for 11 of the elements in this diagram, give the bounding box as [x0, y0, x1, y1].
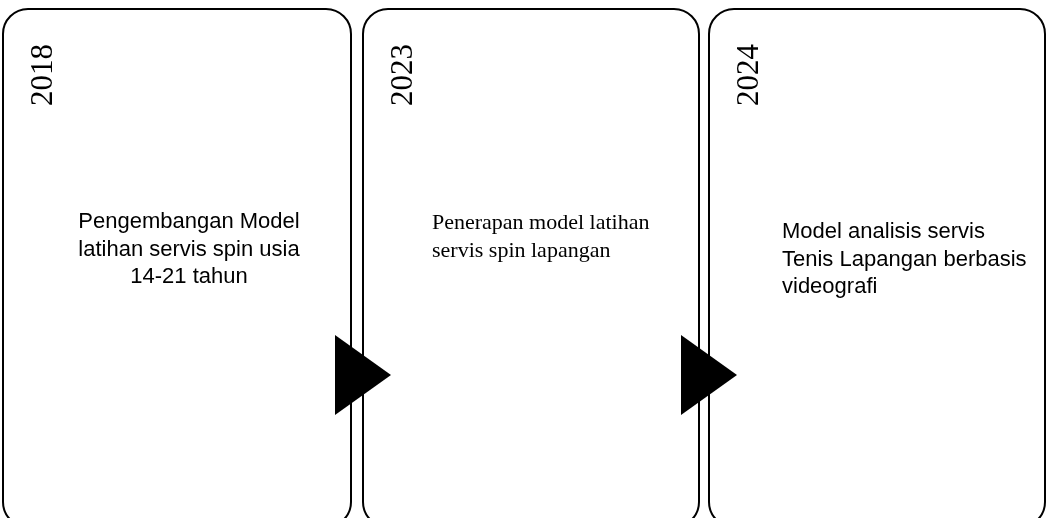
milestone-text: Model analisis servis Tenis Lapangan berbasis videografi	[782, 217, 1028, 300]
arrow	[335, 335, 391, 415]
arrow	[681, 335, 737, 415]
timeline-card	[2, 8, 352, 518]
year-label: 2023	[386, 44, 417, 106]
timeline-card	[362, 8, 700, 518]
year-label: 2024	[732, 44, 763, 106]
timeline-card	[708, 8, 1046, 518]
milestone-text: Penerapan model latihan servis spin lapangan	[432, 208, 651, 263]
milestone-text: Pengembangan Model latihan servis spin usia 14-21 tahun	[77, 207, 301, 290]
year-label: 2018	[26, 44, 57, 106]
